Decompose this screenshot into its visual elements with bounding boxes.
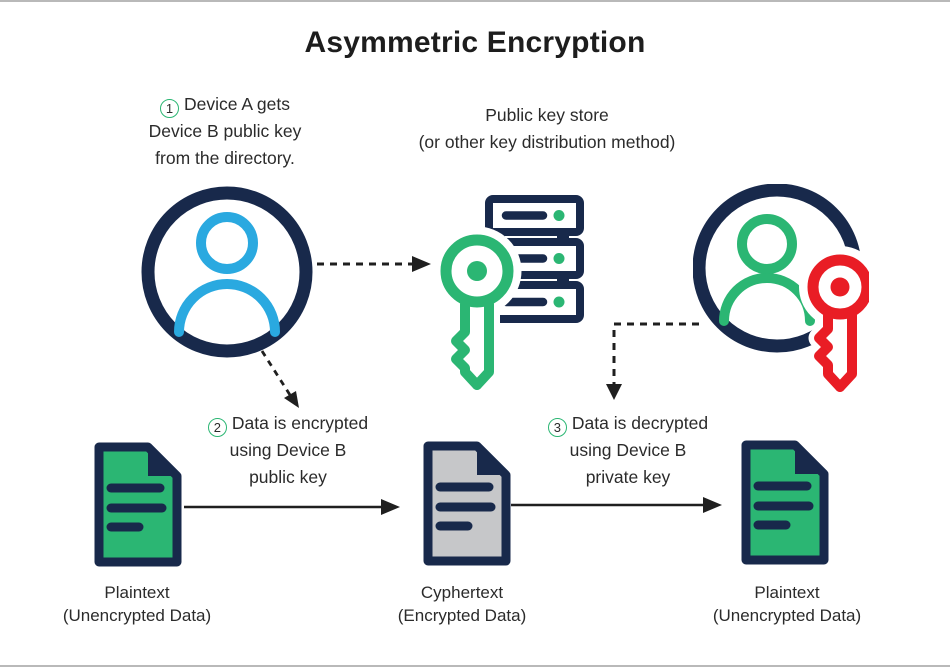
step3-number-badge: 3 xyxy=(547,418,567,437)
user-icon xyxy=(719,214,815,326)
plaintext-document-icon xyxy=(741,440,829,565)
document3-sub: (Unencrypted Data) xyxy=(712,606,862,625)
arrow-plaintext-to-cyphertext xyxy=(184,499,400,515)
document2-sub: (Encrypted Data) xyxy=(397,606,527,625)
step1-line1-text: Device A gets xyxy=(183,94,291,114)
plaintext-document-icon xyxy=(94,442,182,567)
document3-name: Plaintext xyxy=(754,583,820,602)
key-head-dot xyxy=(467,261,487,281)
key-store-caption-line2: (or other key distribution method) xyxy=(418,131,676,152)
user-head xyxy=(196,212,258,274)
step2-number-badge: 2 xyxy=(207,418,227,437)
user-shoulders xyxy=(719,273,815,326)
document3-label: Plaintext (Unencrypted Data) xyxy=(687,581,887,627)
key-shaft xyxy=(451,299,482,390)
arrow-device-a-to-keystore xyxy=(317,256,431,272)
server-led xyxy=(553,210,565,221)
document-fold xyxy=(148,447,177,476)
document2-label: Cyphertext (Encrypted Data) xyxy=(362,581,562,627)
document1-name: Plaintext xyxy=(104,583,170,602)
diagram-title: Asymmetric Encryption xyxy=(304,26,646,59)
device-a-user-circle-icon xyxy=(141,186,313,358)
key-store-caption: Public key store (or other key distribut… xyxy=(382,102,712,155)
public-key-store-server-icon xyxy=(437,195,584,394)
step3-line1-text: Data is decrypted xyxy=(571,413,709,433)
key-store-caption-line1: Public key store xyxy=(485,105,609,125)
key-head-dot xyxy=(830,277,850,297)
step3-line3: private key xyxy=(585,466,671,487)
key-shaft xyxy=(472,299,494,390)
step2-line1-text: Data is encrypted xyxy=(231,413,369,433)
private-key-icon xyxy=(799,246,869,398)
user-icon xyxy=(174,212,280,337)
step1-line2: Device B public key xyxy=(148,121,302,141)
step1-line3: from the directory. xyxy=(155,147,295,168)
public-key-icon xyxy=(437,226,522,394)
document-fold xyxy=(795,445,824,474)
step1-number-badge: 1 xyxy=(159,99,179,118)
device-a-circle-outline xyxy=(141,186,313,358)
arrowhead xyxy=(381,499,400,515)
arrowhead xyxy=(412,256,431,272)
document2-name: Cyphertext xyxy=(420,583,504,602)
arrowhead xyxy=(284,391,299,408)
step3-line2: using Device B xyxy=(569,440,687,460)
key-shaft xyxy=(814,309,845,392)
arrow-device-b-to-step3 xyxy=(606,322,699,400)
arrowhead xyxy=(606,384,622,400)
document-fold xyxy=(477,446,506,475)
step2-line2: using Device B xyxy=(229,440,347,460)
cyphertext-document-icon xyxy=(423,441,511,566)
server-led xyxy=(553,296,565,308)
document1-sub: (Unencrypted Data) xyxy=(62,606,212,625)
document1-label: Plaintext (Unencrypted Data) xyxy=(37,581,237,627)
page-top-border xyxy=(0,0,950,2)
dashed-elbow-line xyxy=(612,322,699,385)
page-bottom-border xyxy=(0,665,950,667)
key-shaft xyxy=(835,309,857,392)
device-b-user-circle-icon xyxy=(693,184,869,398)
arrowhead xyxy=(703,497,722,513)
arrow-cyphertext-to-plaintext xyxy=(511,497,722,513)
user-shoulders xyxy=(174,279,280,337)
step2-line3: public key xyxy=(249,466,327,487)
user-head xyxy=(737,214,797,274)
server-led xyxy=(553,253,565,264)
